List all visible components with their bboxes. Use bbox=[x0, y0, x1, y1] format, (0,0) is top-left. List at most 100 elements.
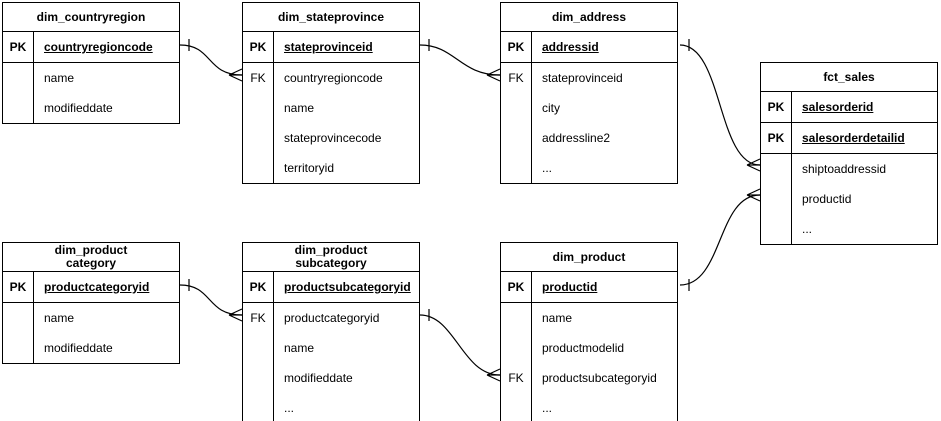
entity-row[interactable]: FK productcategoryid bbox=[243, 303, 419, 333]
key-badge bbox=[761, 154, 792, 184]
key-badge bbox=[761, 214, 792, 244]
pk-badge: PK bbox=[501, 32, 532, 62]
entity-row[interactable]: shiptoaddressid bbox=[761, 154, 937, 184]
entity-row[interactable]: modifieddate bbox=[3, 93, 179, 123]
pk-badge: PK bbox=[761, 92, 792, 122]
crow-foot-marker bbox=[746, 188, 761, 202]
column-name: salesorderdetailid bbox=[802, 131, 905, 145]
entity-row[interactable]: ... bbox=[243, 393, 419, 421]
edge-line[interactable] bbox=[419, 44, 501, 76]
entity-row[interactable]: name bbox=[243, 93, 419, 123]
column-name: ... bbox=[284, 401, 295, 415]
entity-row[interactable]: territoryid bbox=[243, 153, 419, 183]
column-name: ... bbox=[542, 161, 553, 175]
entity-row[interactable]: PK countryregioncode bbox=[3, 32, 179, 63]
entity-title: dim_countryregion bbox=[3, 3, 179, 32]
column-name: stateprovincecode bbox=[284, 131, 382, 145]
entity-row[interactable]: modifieddate bbox=[243, 363, 419, 393]
key-badge bbox=[761, 184, 792, 214]
relationship-stateprovince-address[interactable] bbox=[419, 39, 501, 82]
fk-badge: FK bbox=[243, 303, 274, 333]
key-badge bbox=[501, 93, 532, 123]
entity-row[interactable]: name bbox=[3, 303, 179, 333]
key-badge bbox=[3, 63, 34, 93]
column-name: name bbox=[44, 311, 75, 325]
edge-line[interactable] bbox=[419, 314, 501, 376]
entity-row[interactable]: ... bbox=[501, 393, 677, 421]
entity-row[interactable]: city bbox=[501, 93, 677, 123]
column-name: productid bbox=[802, 192, 852, 206]
entity-title: fct_sales bbox=[761, 63, 937, 92]
fk-badge: FK bbox=[501, 363, 532, 393]
key-badge bbox=[501, 303, 532, 333]
column-name: shiptoaddressid bbox=[802, 162, 887, 176]
key-badge bbox=[243, 393, 274, 421]
entity-row[interactable]: name bbox=[501, 303, 677, 333]
entity-row[interactable]: PK stateprovinceid bbox=[243, 32, 419, 63]
entity-title: dim_product subcategory bbox=[243, 243, 419, 272]
column-name: modifieddate bbox=[44, 341, 113, 355]
key-badge bbox=[243, 333, 274, 363]
entity-row[interactable]: name bbox=[3, 63, 179, 93]
key-badge bbox=[3, 333, 34, 363]
crow-foot-marker bbox=[746, 158, 761, 172]
entity-dim-productcategory[interactable]: dim_product category PK productcategoryi… bbox=[2, 242, 180, 364]
entity-row[interactable]: PK addressid bbox=[501, 32, 677, 63]
entity-row[interactable]: modifieddate bbox=[3, 333, 179, 363]
entity-dim-product[interactable]: dim_product PK productid name productmod… bbox=[500, 242, 678, 421]
entity-row[interactable]: ... bbox=[761, 214, 937, 244]
crow-foot-marker bbox=[486, 368, 501, 382]
key-badge bbox=[501, 123, 532, 153]
entity-row[interactable]: PK salesorderid bbox=[761, 92, 937, 123]
entity-row[interactable]: PK productsubcategoryid bbox=[243, 272, 419, 303]
relationship-address-fctsales[interactable] bbox=[679, 39, 761, 172]
key-badge bbox=[243, 153, 274, 183]
entity-row[interactable]: FK stateprovinceid bbox=[501, 63, 677, 93]
entity-fct-sales[interactable]: fct_sales PK salesorderid PK salesorderd… bbox=[760, 62, 938, 245]
column-name: name bbox=[542, 311, 573, 325]
entity-dim-stateprovince[interactable]: dim_stateprovince PK stateprovinceid FK … bbox=[242, 2, 420, 184]
key-badge bbox=[501, 153, 532, 183]
entity-row[interactable]: PK productid bbox=[501, 272, 677, 303]
entity-row[interactable]: productmodelid bbox=[501, 333, 677, 363]
entity-row[interactable]: FK countryregioncode bbox=[243, 63, 419, 93]
entity-dim-countryregion[interactable]: dim_countryregion PK countryregioncode n… bbox=[2, 2, 180, 124]
column-name: name bbox=[284, 341, 315, 355]
key-badge bbox=[243, 93, 274, 123]
pk-badge: PK bbox=[243, 272, 274, 302]
crow-foot-marker bbox=[228, 68, 243, 82]
entity-row[interactable]: productid bbox=[761, 184, 937, 214]
relationship-product-fctsales[interactable] bbox=[679, 188, 761, 291]
fk-badge: FK bbox=[501, 63, 532, 93]
edge-line[interactable] bbox=[679, 194, 761, 286]
column-name: addressid bbox=[542, 40, 599, 54]
entity-row[interactable]: addressline2 bbox=[501, 123, 677, 153]
entity-row[interactable]: FK productsubcategoryid bbox=[501, 363, 677, 393]
entity-title: dim_product bbox=[501, 243, 677, 272]
crow-foot-marker bbox=[486, 68, 501, 82]
relationship-productsubcategory-product[interactable] bbox=[419, 309, 501, 382]
relationship-productcategory-productsubcategory[interactable] bbox=[179, 279, 243, 322]
key-badge bbox=[243, 363, 274, 393]
entity-row[interactable]: PK salesorderdetailid bbox=[761, 123, 937, 154]
column-name: stateprovinceid bbox=[542, 71, 623, 85]
entity-row[interactable]: stateprovincecode bbox=[243, 123, 419, 153]
key-badge bbox=[501, 333, 532, 363]
edge-line[interactable] bbox=[679, 44, 761, 166]
column-name: productid bbox=[542, 280, 598, 294]
entity-row[interactable]: name bbox=[243, 333, 419, 363]
entity-dim-productsubcategory[interactable]: dim_product subcategory PK productsubcat… bbox=[242, 242, 420, 421]
entity-dim-address[interactable]: dim_address PK addressid FK stateprovinc… bbox=[500, 2, 678, 184]
entity-row[interactable]: PK productcategoryid bbox=[3, 272, 179, 303]
column-name: productsubcategoryid bbox=[284, 280, 411, 294]
relationship-countryregion-stateprovince[interactable] bbox=[179, 39, 243, 82]
pk-badge: PK bbox=[501, 272, 532, 302]
pk-badge: PK bbox=[761, 123, 792, 153]
column-name: countryregioncode bbox=[44, 40, 153, 54]
column-name: ... bbox=[542, 401, 553, 415]
entity-row[interactable]: ... bbox=[501, 153, 677, 183]
entity-title: dim_product category bbox=[3, 243, 179, 272]
column-name: stateprovinceid bbox=[284, 40, 373, 54]
